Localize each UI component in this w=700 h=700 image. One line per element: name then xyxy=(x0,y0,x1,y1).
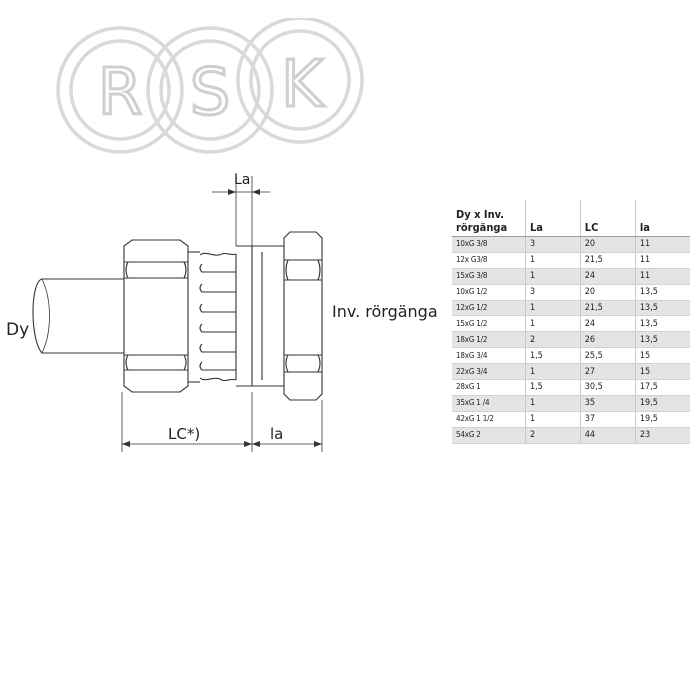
cell-dim: 35xG 1 /4 xyxy=(452,395,526,412)
rsk-logo: R S K xyxy=(56,18,364,154)
cell-dim: 12x G3/8 xyxy=(452,252,526,269)
header-dim: Dy x Inv. rörgänga xyxy=(452,200,526,237)
body xyxy=(236,245,284,387)
cell-lc: 26 xyxy=(579,331,636,349)
header-lc: LC xyxy=(579,200,636,237)
cell-lc: 44 xyxy=(579,427,636,444)
cell-lc: 20 xyxy=(579,284,636,301)
cell-ia: 15 xyxy=(634,347,690,365)
cell-lc: 35 xyxy=(579,395,636,412)
cell-ia: 13,5 xyxy=(634,300,690,317)
cell-la: 1 xyxy=(524,252,581,269)
pipe xyxy=(32,278,124,354)
dimension-label-ia: la xyxy=(270,425,284,443)
cell-ia: 13,5 xyxy=(634,315,690,333)
fitting-drawing xyxy=(32,176,323,452)
logo-letter-k: K xyxy=(281,48,325,122)
cell-ia: 23 xyxy=(634,427,690,444)
cell-lc: 25,5 xyxy=(579,347,636,365)
cell-ia: 13,5 xyxy=(634,284,690,301)
right-nut xyxy=(283,231,323,401)
cell-la: 1,5 xyxy=(524,379,581,396)
cell-la: 1 xyxy=(524,300,581,317)
cell-lc: 37 xyxy=(579,411,636,428)
cell-dim: 18xG 1/2 xyxy=(452,331,526,349)
cell-dim: 15xG 1/2 xyxy=(452,315,526,333)
cell-lc: 20 xyxy=(579,236,636,253)
cell-lc: 21,5 xyxy=(579,252,636,269)
cell-lc: 27 xyxy=(579,363,636,381)
cell-la: 1 xyxy=(524,315,581,333)
table-header-row: Dy x Inv. rörgänga La LC la xyxy=(452,200,690,237)
label-inv-thread: Inv. rörgänga xyxy=(332,302,438,321)
cell-la: 1 xyxy=(524,395,581,412)
threaded-neck xyxy=(188,251,237,383)
cell-dim: 28xG 1 xyxy=(452,379,526,396)
cell-la: 2 xyxy=(524,331,581,349)
cell-ia: 13,5 xyxy=(634,331,690,349)
cell-lc: 24 xyxy=(579,315,636,333)
header-la: La xyxy=(524,200,581,237)
cell-dim: 15xG 3/8 xyxy=(452,268,526,285)
cell-dim: 22xG 3/4 xyxy=(452,363,526,381)
header-ia: la xyxy=(634,200,690,237)
cell-dim: 42xG 1 1/2 xyxy=(452,411,526,428)
logo-letter-r: R xyxy=(98,56,142,130)
cell-dim: 54xG 2 xyxy=(452,427,526,444)
cell-ia: 19,5 xyxy=(634,395,690,412)
cell-dim: 12xG 1/2 xyxy=(452,300,526,317)
logo-letter-s: S xyxy=(190,56,231,130)
dimension-label-lc: LC*) xyxy=(168,425,201,443)
cell-dim: 18xG 3/4 xyxy=(452,347,526,365)
cell-lc: 30,5 xyxy=(579,379,636,396)
cell-la: 2 xyxy=(524,427,581,444)
cell-la: 1 xyxy=(524,411,581,428)
cell-la: 1 xyxy=(524,268,581,285)
cell-la: 3 xyxy=(524,236,581,253)
cell-lc: 21,5 xyxy=(579,300,636,317)
cell-dim: 10xG 1/2 xyxy=(452,284,526,301)
cell-ia: 19,5 xyxy=(634,411,690,428)
cell-ia: 15 xyxy=(634,363,690,381)
cell-lc: 24 xyxy=(579,268,636,285)
cell-ia: 11 xyxy=(634,236,690,253)
cell-la: 3 xyxy=(524,284,581,301)
dimension-label-la: La xyxy=(234,172,251,188)
cell-dim: 10xG 3/8 xyxy=(452,236,526,253)
cell-ia: 11 xyxy=(634,252,690,269)
cell-la: 1,5 xyxy=(524,347,581,365)
cell-ia: 11 xyxy=(634,268,690,285)
dimension-label-dy: Dy xyxy=(6,320,30,340)
cell-ia: 17,5 xyxy=(634,379,690,396)
cell-la: 1 xyxy=(524,363,581,381)
left-nut xyxy=(123,239,189,393)
